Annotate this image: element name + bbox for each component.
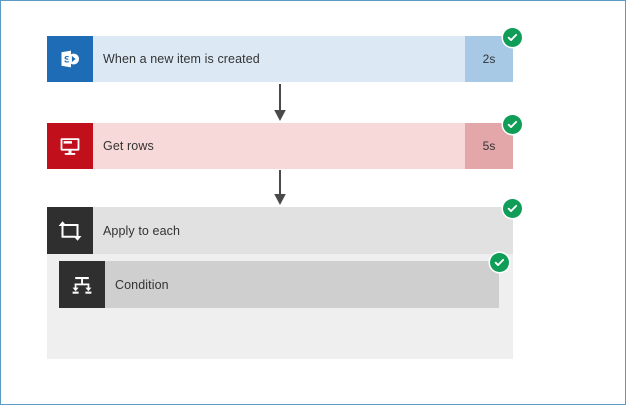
flow-step-title: Condition bbox=[115, 277, 169, 292]
svg-text:S: S bbox=[64, 54, 70, 65]
sharepoint-icon: S bbox=[47, 36, 93, 82]
condition-branch-icon bbox=[59, 261, 105, 308]
arrow-down-icon bbox=[273, 170, 287, 206]
flow-step-title: Apply to each bbox=[103, 223, 181, 238]
arrow-down-icon bbox=[273, 84, 287, 122]
status-badge-succeeded-condition bbox=[490, 253, 509, 272]
sql-server-icon bbox=[47, 123, 93, 169]
flow-step-card-getrows[interactable]: Get rows 5s bbox=[47, 123, 513, 169]
flow-step-title: When a new item is created bbox=[103, 52, 260, 66]
flow-scope-apply-to-each: Apply to each bbox=[47, 207, 513, 359]
flow-step-card-apply-to-each[interactable]: Apply to each bbox=[47, 207, 513, 254]
flow-step-card-condition[interactable]: Condition bbox=[59, 261, 499, 308]
status-badge-succeeded-trigger bbox=[503, 28, 522, 47]
flow-step-title: Get rows bbox=[103, 139, 154, 153]
status-badge-succeeded-apply-to-each bbox=[503, 199, 522, 218]
status-badge-succeeded-getrows bbox=[503, 115, 522, 134]
loop-icon bbox=[47, 207, 93, 254]
flow-step-card-trigger[interactable]: S When a new item is created 2s bbox=[47, 36, 513, 82]
